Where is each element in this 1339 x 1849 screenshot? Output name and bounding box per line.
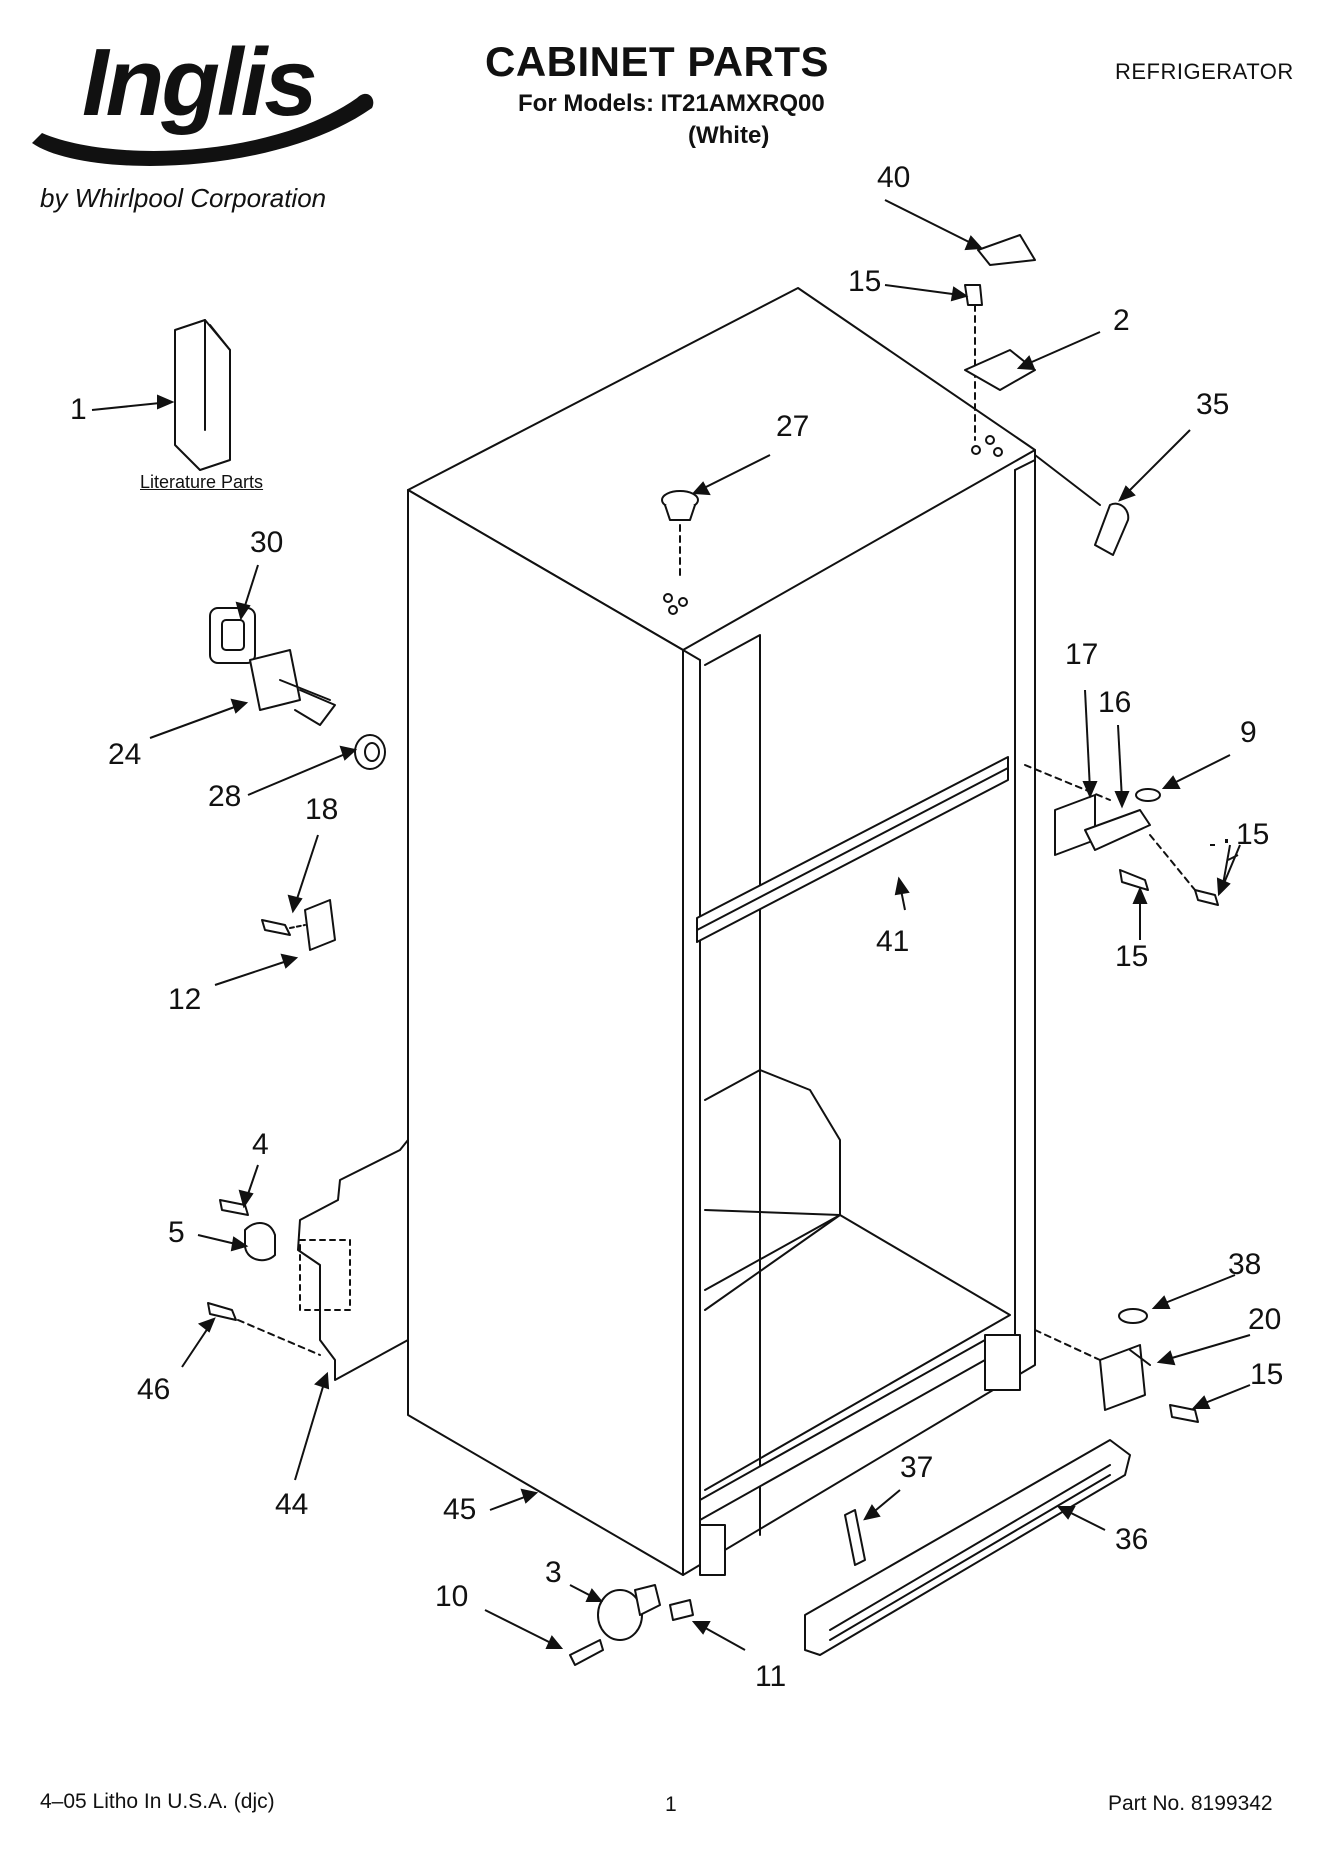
center-hinge: [1024, 764, 1219, 906]
brand-logo: Inglis: [22, 28, 382, 178]
callout-36: 36: [1115, 1523, 1149, 1556]
callout-arrows: [91, 199, 1251, 1651]
toe-grille: [804, 1439, 1131, 1656]
grille-clip: [844, 1509, 866, 1566]
callout-38: 38: [1228, 1248, 1262, 1281]
logo-swoosh: [32, 93, 374, 166]
callout-15-bottom: 15: [1250, 1358, 1284, 1391]
screws-left-side: [207, 1199, 321, 1356]
callout-27: 27: [776, 410, 810, 443]
literature-book: [174, 319, 231, 471]
grommet-part: [209, 607, 256, 664]
page-number: 1: [665, 1793, 677, 1816]
callout-24: 24: [108, 738, 142, 771]
brand-subtitle: by Whirlpool Corporation: [40, 183, 327, 213]
callout-15-center-right: 15: [1236, 818, 1270, 851]
plug-part: [661, 490, 699, 581]
brand-name: Inglis: [82, 29, 318, 136]
ring-part: [354, 734, 386, 770]
callout-35: 35: [1196, 388, 1230, 421]
literature-parts-label: Literature Parts: [140, 472, 264, 492]
color-line: (White): [688, 122, 770, 149]
callout-44: 44: [275, 1488, 309, 1521]
callout-15-center-bottom: 15: [1115, 940, 1149, 973]
litho-note: 4–05 Litho In U.S.A. (djc): [40, 1790, 275, 1813]
callout-28: 28: [208, 780, 242, 813]
callout-41: 41: [876, 925, 910, 958]
callout-2: 2: [1113, 304, 1130, 337]
callout-4: 4: [252, 1128, 269, 1161]
callout-30: 30: [250, 526, 284, 559]
category-label: REFRIGERATOR: [1115, 59, 1294, 84]
callout-15-top: 15: [848, 265, 882, 298]
callout-45: 45: [443, 1493, 477, 1526]
callout-1: 1: [70, 393, 87, 426]
callout-12: 12: [168, 983, 202, 1016]
callout-18: 18: [305, 793, 339, 826]
models-line: For Models: IT21AMXRQ00: [518, 90, 825, 117]
tube-part: [249, 649, 336, 726]
roller-assembly: [569, 1584, 694, 1666]
part-number: Part No. 8199342: [1108, 1792, 1273, 1815]
callout-20: 20: [1248, 1303, 1282, 1336]
hinge-cap: [977, 234, 1036, 266]
callout-17: 17: [1065, 638, 1099, 671]
callout-10: 10: [435, 1580, 469, 1613]
cabinet-body: [297, 287, 1036, 1576]
callout-46: 46: [137, 1373, 171, 1406]
callout-5: 5: [168, 1216, 185, 1249]
hinge-cover: [1094, 502, 1130, 556]
page-title: CABINET PARTS: [485, 38, 830, 85]
screw-hinge-left: [261, 899, 336, 951]
callout-3: 3: [545, 1556, 562, 1589]
callout-16: 16: [1098, 686, 1132, 719]
callout-11: 11: [755, 1660, 787, 1693]
callout-40: 40: [877, 161, 911, 194]
bottom-hinge: [1034, 1308, 1199, 1423]
callout-9: 9: [1240, 716, 1257, 749]
callout-37: 37: [900, 1451, 934, 1484]
